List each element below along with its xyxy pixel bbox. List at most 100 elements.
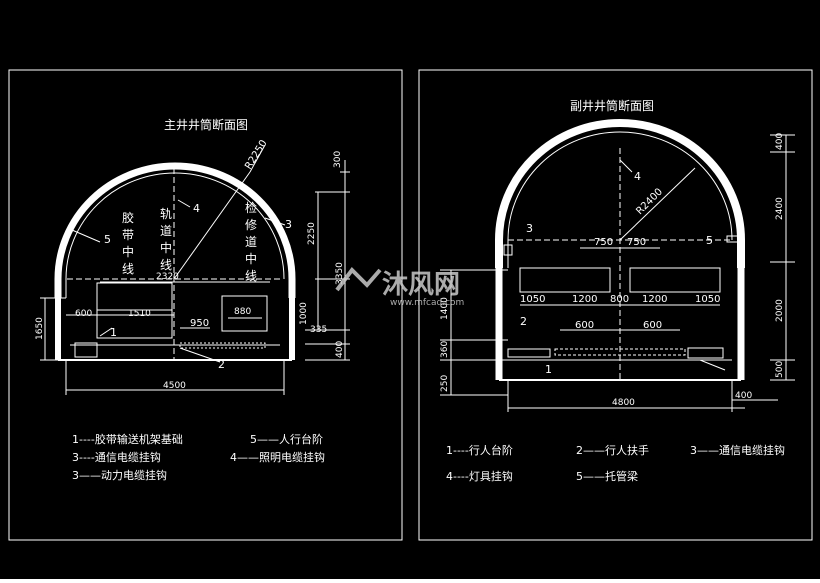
left-arch-inner [65,172,285,298]
legend-item-4: 4——照明电缆挂钩 [230,450,325,464]
vt-char: 带 [122,228,134,242]
right-mark-5: 5 [706,234,713,247]
left-mark-1: 1 [110,326,117,339]
item4-leader [177,199,191,208]
right-arch-inner [507,131,733,268]
right-radius-line [619,167,696,241]
left-car-box [221,295,268,332]
dim-1650: 1650 [35,317,45,340]
right-legend: 1----行人台阶 2——行人扶手 3——通信电缆挂钩 4----灯具挂钩 5—… [446,443,785,483]
rdim-750b: 750 [627,237,646,248]
legend-item-3: 3----通信电缆挂钩 [72,450,161,464]
right-step [507,348,551,358]
dim-1510: 1510 [128,309,151,319]
watermark-logo-icon [335,266,382,292]
rdim-1050b: 1050 [695,294,720,305]
right-mark-4: 4 [634,170,641,183]
dim-300: 300 [333,151,343,168]
rlegend-item-5: 5——托管梁 [576,469,638,483]
item2-leader [179,347,221,363]
right-sump [687,347,724,359]
dim-2250: 2250 [307,222,317,245]
left-panel [8,69,403,541]
right-item4-leader [619,159,633,173]
dim-400: 400 [335,341,345,358]
service-center-text: 检 修 道 中 线 [245,200,257,283]
vt-char: 修 [245,217,257,232]
legend-item-3b: 3——动力电缆挂钩 [72,468,167,482]
vt-char: 道 [245,235,257,249]
right-sump-slope [699,359,726,371]
cage-left [519,267,611,293]
rdim-800: 800 [610,294,629,305]
left-frame [8,69,403,541]
right-mark-2: 2 [520,315,527,328]
track-center-text: 轨 道 中 线 [160,207,172,272]
right-title: 副井井筒断面图 [570,98,654,113]
right-panel [418,69,813,541]
rdim-1050a: 1050 [520,294,545,305]
left-radius-line [173,171,251,280]
belt-center-text: 胶 带 中 线 [122,210,134,276]
watermark-url: www.mfcad.com [390,298,464,308]
left-step [74,342,98,358]
rlegend-item-4: 4----灯具挂钩 [446,469,513,483]
right-pipe-beam [726,235,743,243]
dim-950: 950 [190,318,209,329]
rdim-250: 250 [440,375,450,392]
right-arch [495,119,745,268]
item5-leader [71,229,101,243]
vt-char: 道 [160,224,172,238]
rlegend-item-2: 2——行人扶手 [576,443,649,457]
watermark-brand: 沐风网 [382,270,460,300]
rlegend-item-1: 1----行人台阶 [446,443,513,457]
left-arch [54,162,296,298]
vt-char: 检 [245,200,257,215]
left-mark-3: 3 [285,218,292,231]
vt-char: 线 [122,262,134,276]
left-legend: 1----胶带输送机架基础 5——人行台阶 3----通信电缆挂钩 4——照明电… [72,432,325,482]
left-mark-4: 4 [193,202,200,215]
vt-char: 中 [122,244,134,259]
rdim-1200b: 1200 [642,294,667,305]
left-rail-base [179,342,266,349]
rdim-4800: 4800 [612,398,635,408]
vt-char: 线 [160,258,172,272]
rdim-400b: 400 [735,391,752,401]
right-labels: 副井井筒断面图 R2400 1 2 3 4 5 400 2400 2000 50… [440,98,785,483]
rdim-400: 400 [775,133,785,150]
rdim-750a: 750 [594,237,613,248]
vt-char: 轨 [160,207,172,221]
legend-item-1: 1----胶带输送机架基础 [72,432,183,446]
dim-600: 600 [75,309,92,319]
rdim-600b: 600 [643,320,662,331]
dim-4500: 4500 [163,381,186,391]
rdim-1200a: 1200 [572,294,597,305]
left-radius-leader [249,144,266,173]
dim-880: 880 [234,307,251,317]
left-labels: 主井井筒断面图 R2250 胶 带 中 线 轨 道 中 线 检 修 道 中 线 … [35,117,345,482]
left-title: 主井井筒断面图 [164,117,248,132]
rdim-600a: 600 [575,320,594,331]
rdim-500: 500 [775,361,785,378]
rdim-360: 360 [440,341,450,358]
left-mark-5: 5 [104,233,111,246]
vt-char: 胶 [122,210,134,225]
right-mark-1: 1 [545,363,552,376]
right-frame [418,69,813,541]
item3-leader [264,217,286,226]
dim-2320: 2320 [156,272,179,282]
rdim-2000: 2000 [775,299,785,322]
vt-char: 中 [160,240,172,255]
cage-right [629,267,721,293]
watermark: 沐风网 www.mfcad.com [335,266,464,308]
right-mark-3: 3 [526,222,533,235]
rdim-1400: 1400 [440,297,450,320]
dim-1000: 1000 [299,302,309,325]
dim-335: 335 [310,325,327,335]
rlegend-item-3: 3——通信电缆挂钩 [690,443,785,457]
right-hook-3 [503,244,513,256]
